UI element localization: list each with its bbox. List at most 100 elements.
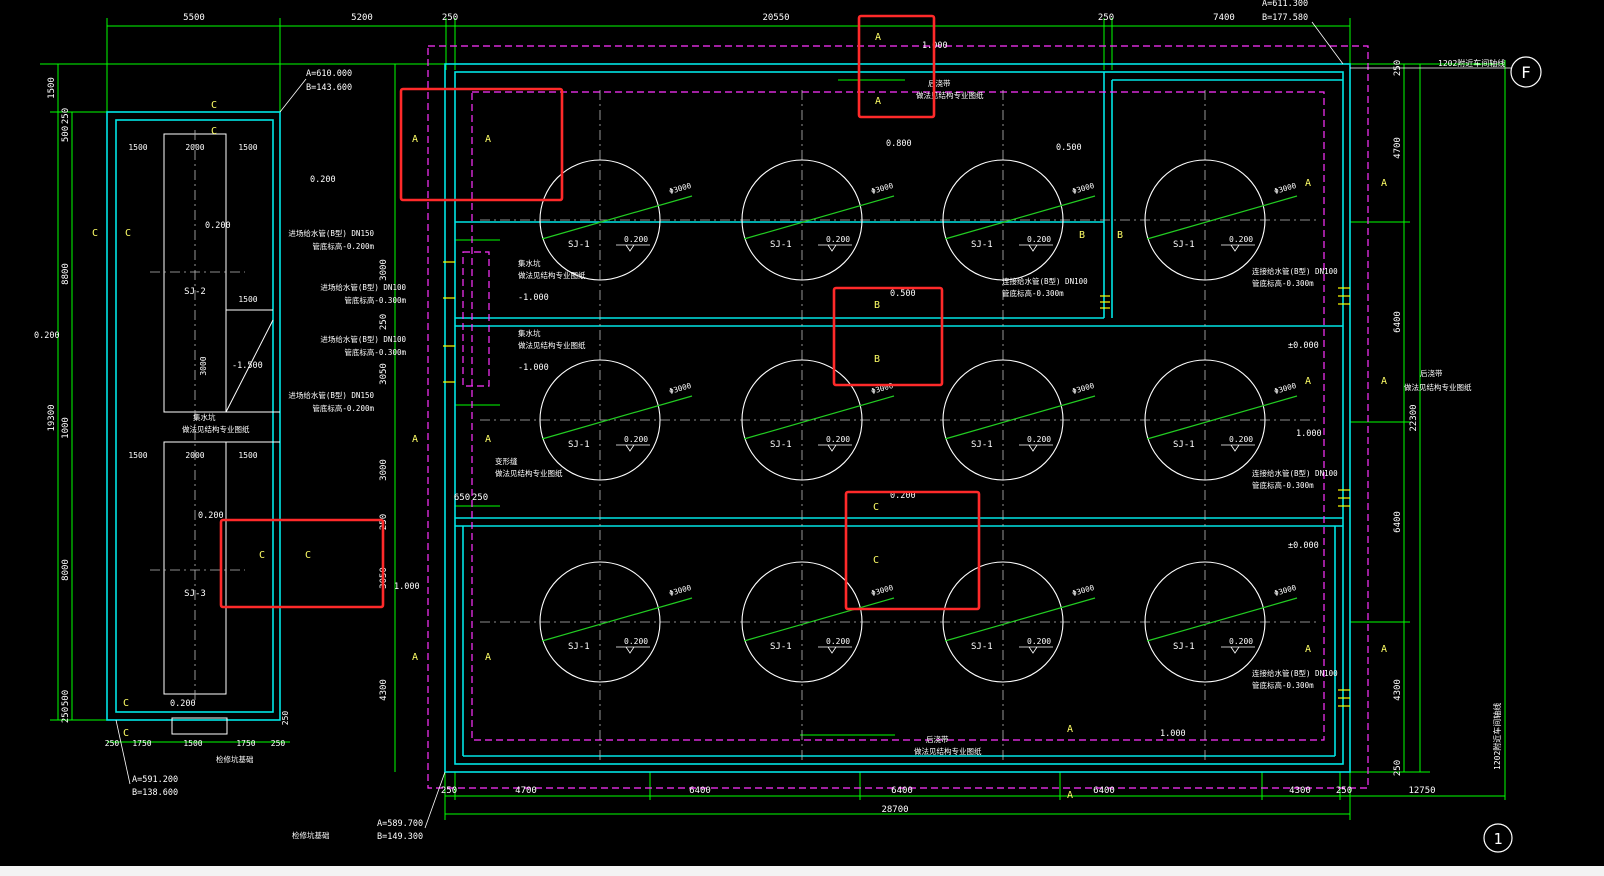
section-a-2: A	[485, 134, 491, 145]
tank-elevation: 0.200	[1027, 637, 1051, 646]
misc-note-3: 集水坑	[518, 328, 541, 338]
misc-note-9: 做法见结构专业图纸	[182, 424, 250, 434]
section-a-12: A	[1381, 376, 1387, 387]
bottom-dimension-texts: 250 4700 6400 6400 6400 4300 250 12750 2…	[441, 786, 1436, 815]
tank-outline	[741, 159, 863, 281]
top-dim-6: 7400	[1213, 13, 1235, 23]
coord-bottom-mid-a: A=589.700	[377, 819, 423, 829]
elev-16: -1.000	[518, 363, 549, 373]
lb-dim-5: 3000	[199, 356, 208, 375]
bottom-dim-3: 6400	[689, 786, 711, 796]
tank-outline	[539, 359, 661, 481]
sj3-label: SJ-3	[184, 589, 206, 599]
right-dim-3: 6400	[1393, 511, 1403, 533]
right-dim-1: 4700	[1393, 137, 1403, 159]
tank-label: SJ-1	[568, 240, 590, 250]
hatch-note-6: 做法见结构专业图纸	[1404, 382, 1472, 392]
rp-note-6: 管底标高-0.300m	[1252, 480, 1314, 490]
section-a-10: A	[1381, 178, 1387, 189]
elev-10: ±0.000	[1288, 341, 1319, 351]
lb-dim-13: 250	[271, 739, 286, 748]
elev-15: -1.000	[518, 293, 549, 303]
tank-diameter-line	[944, 195, 1096, 240]
tank-diameter-line	[1146, 597, 1298, 642]
elev-17: -1.500	[232, 361, 263, 371]
tank-outline	[942, 159, 1064, 281]
tank-label: SJ-1	[568, 642, 590, 652]
hatch-note-2: 做法见结构专业图纸	[916, 90, 984, 100]
rp-note-7: 连接给水管(B型) DN100	[1252, 668, 1338, 678]
elev-8: 1.000	[1296, 429, 1322, 439]
tank-outline	[1144, 359, 1266, 481]
elevation-symbol	[818, 244, 852, 252]
section-c-7: C	[259, 550, 265, 561]
tank-diameter-line	[944, 395, 1096, 440]
section-c-5: C	[92, 228, 98, 239]
mid-dim-6: 650	[454, 493, 470, 503]
tank-outline	[539, 159, 661, 281]
bottom-dim-1: 250	[441, 786, 457, 796]
elevation-symbol	[616, 646, 650, 654]
tank-diameter-line	[743, 597, 895, 642]
coordinates: A=610.000 B=143.600 A=591.200 B=138.600 …	[132, 0, 1308, 842]
sj2-label: SJ-2	[184, 287, 206, 297]
section-a-3: A	[875, 32, 881, 43]
tank-elevation: 0.200	[1027, 435, 1051, 444]
tank-elevation: 0.200	[624, 637, 648, 646]
right-dim-4: 4300	[1393, 679, 1403, 701]
elev-4: 0.200	[198, 511, 224, 521]
rp-note-1: 连接给水管(B型) DN100	[1002, 276, 1088, 286]
pipe-note-2: 管底标高-0.200m	[312, 241, 374, 251]
section-a-6: A	[485, 434, 491, 445]
bottom-dim-8: 12750	[1408, 786, 1435, 796]
top-dim-2: 5200	[351, 13, 373, 23]
tank-diameter-line	[541, 195, 693, 240]
tank-outline	[1144, 561, 1266, 683]
tank-label: SJ-1	[770, 642, 792, 652]
section-c-8: C	[305, 550, 311, 561]
elevation-symbol	[1221, 444, 1255, 452]
elevation-symbol	[616, 244, 650, 252]
right-dim-5: 250	[1393, 60, 1403, 76]
pipe-markers	[443, 261, 1350, 707]
elev-11: ±0.000	[1288, 541, 1319, 551]
left-dim-1: 1500	[47, 77, 57, 99]
tank-label: SJ-1	[1173, 642, 1195, 652]
rp-note-3: 连接给水管(B型) DN100	[1252, 266, 1338, 276]
tank-elevation: 0.200	[624, 435, 648, 444]
section-a-13: A	[1305, 644, 1311, 655]
tank-label: SJ-1	[971, 240, 993, 250]
tank-elevation: 0.200	[624, 235, 648, 244]
wall-lines	[106, 63, 1351, 773]
tank-elevation: 0.200	[1229, 235, 1253, 244]
top-dim-4: 20550	[762, 13, 789, 23]
tank-elevation: 0.200	[1027, 235, 1051, 244]
tank-label: SJ-1	[971, 642, 993, 652]
elevation-symbol	[1019, 244, 1053, 252]
tank-outline	[741, 561, 863, 683]
tank-label: SJ-1	[770, 440, 792, 450]
lb-dim-11: 1750	[236, 739, 255, 748]
tank-outline	[1144, 159, 1266, 281]
axis-note-f: 1202附近车间轴线	[1438, 58, 1505, 68]
tank-diameter-line	[541, 395, 693, 440]
hatch-notes: 后浇带 做法见结构专业图纸 后浇带 做法见结构专业图纸 后浇带 做法见结构专业图…	[914, 78, 1472, 756]
coord-bottom-left-a: A=591.200	[132, 775, 178, 785]
left-dim-6: 1000	[61, 417, 71, 439]
section-a-8: A	[485, 652, 491, 663]
bottom-dim-4: 6400	[891, 786, 913, 796]
section-c-1: C	[873, 502, 879, 513]
highlight-box-left-top	[399, 87, 564, 202]
section-b-1: B	[874, 300, 880, 311]
tank-outline	[942, 561, 1064, 683]
tank-diameter-line	[944, 597, 1096, 642]
lb-dim-10: 1500	[183, 739, 202, 748]
lb-dim-1: 1500	[128, 143, 147, 152]
elevation-symbol	[818, 444, 852, 452]
window-bottom-strip	[0, 866, 1604, 876]
tank-label: SJ-1	[770, 240, 792, 250]
inner-boundary-lines	[427, 45, 1369, 789]
tank-label: SJ-1	[1173, 240, 1195, 250]
mid-dim-3: 3050	[379, 363, 389, 385]
